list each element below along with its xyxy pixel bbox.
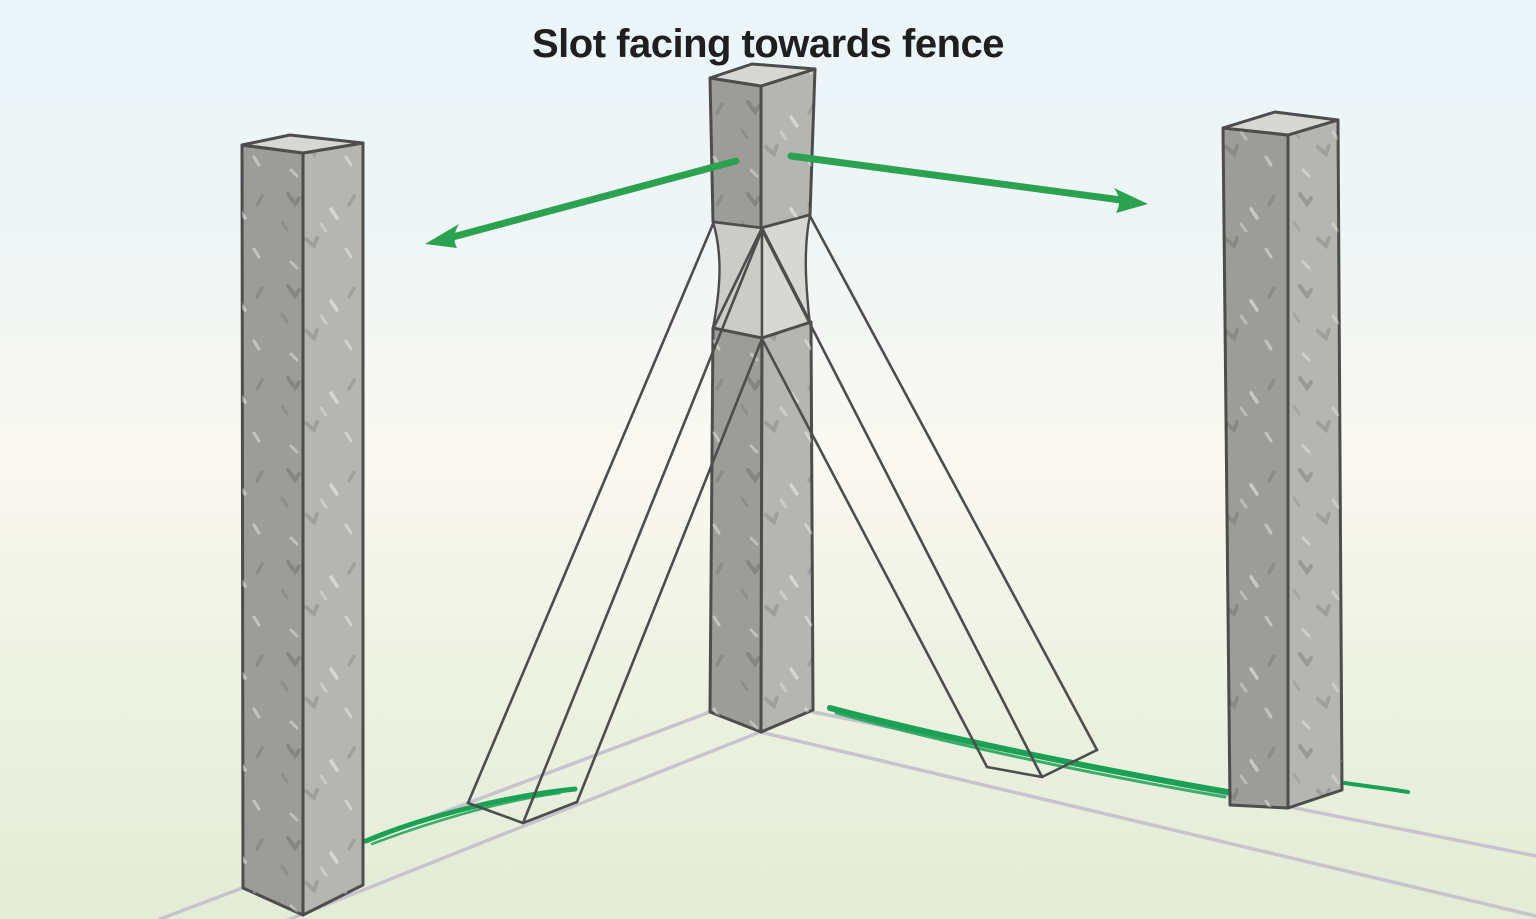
left-post [240, 133, 365, 917]
diagram-title: Slot facing towards fence [531, 22, 1005, 66]
left-arrowhead-icon [425, 224, 459, 248]
right-brace-outline [760, 214, 1099, 779]
ground-line-right-front [758, 730, 1536, 918]
left-post-top-face [240, 133, 365, 155]
right-post [1221, 110, 1344, 810]
center-post [708, 62, 817, 734]
right-arrow [787, 152, 1148, 213]
left-brace-outline [466, 222, 764, 825]
right-post-top-face [1221, 110, 1340, 137]
fence-line-marker-right [827, 705, 1410, 799]
right-arrowhead-icon [1114, 188, 1148, 213]
center-post-top-face [708, 62, 817, 88]
left-arrow [425, 157, 740, 248]
fence-line-marker-left [363, 786, 578, 846]
